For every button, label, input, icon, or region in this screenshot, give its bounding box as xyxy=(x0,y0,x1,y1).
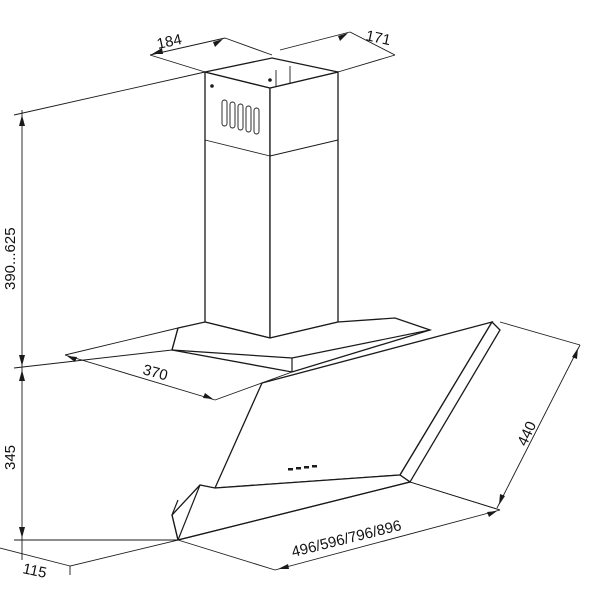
hood-height-label: 345 xyxy=(2,445,19,470)
glass-panel-label: 440 xyxy=(514,419,540,449)
chimney xyxy=(204,57,339,339)
dimension-lines xyxy=(0,31,581,575)
control-buttons xyxy=(288,465,317,471)
canopy xyxy=(171,317,433,373)
hood-body xyxy=(171,320,501,541)
chimney-height-label: 390...625 xyxy=(2,227,19,290)
chimney-width-label: 184 xyxy=(155,31,183,53)
bottom-depth-label: 115 xyxy=(21,560,48,582)
vent-slots-icon xyxy=(210,78,272,135)
chimney-depth-label: 171 xyxy=(364,27,392,49)
canopy-depth-label: 370 xyxy=(141,361,170,384)
hood-width-label: 496/596/796/896 xyxy=(290,517,403,561)
